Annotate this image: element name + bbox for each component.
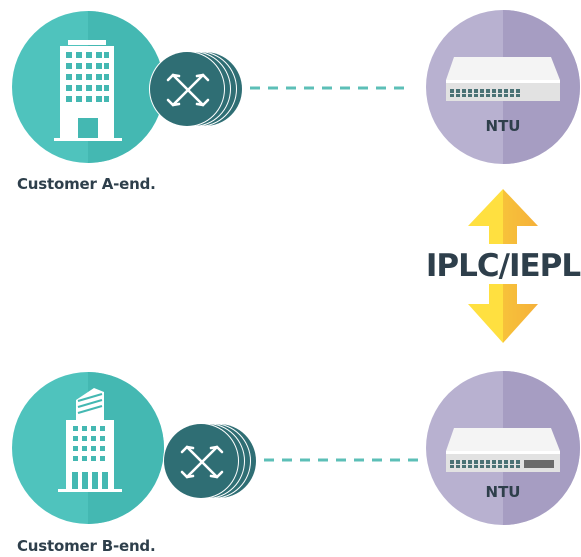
ntu-b-node: NTU bbox=[426, 371, 580, 525]
link-arrow: IPLC/IEPL bbox=[426, 189, 581, 343]
customer-a-router bbox=[149, 51, 243, 127]
router-cross-arrows-icon bbox=[180, 445, 224, 479]
office-tower-icon bbox=[58, 388, 122, 492]
ntu-a-node: NTU bbox=[426, 10, 580, 164]
customer-a-caption: Customer A-end. bbox=[17, 175, 156, 193]
ntu-a-label: NTU bbox=[486, 117, 521, 135]
link-label: IPLC/IEPL bbox=[426, 248, 581, 284]
customer-b-caption: Customer B-end. bbox=[17, 537, 156, 555]
router-cross-arrows-icon bbox=[166, 73, 210, 107]
network-switch-icon bbox=[446, 57, 560, 101]
office-building-icon bbox=[54, 40, 122, 141]
ntu-b-label: NTU bbox=[486, 483, 521, 501]
customer-b-router bbox=[163, 423, 257, 499]
customer-b-building-node bbox=[12, 372, 164, 524]
network-switch-icon bbox=[446, 428, 560, 472]
